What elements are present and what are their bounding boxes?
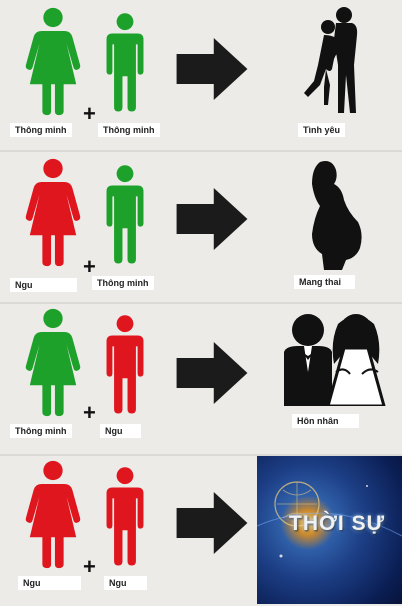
plus-icon: + — [83, 101, 96, 126]
plus-icon: + — [83, 554, 96, 579]
panel-row-2: + Ngu Thông minh Mang thai — [0, 150, 402, 300]
left-figure-label: Thông minh — [10, 424, 72, 438]
dumb-man-icon — [104, 458, 146, 574]
smart-woman-icon — [24, 6, 82, 116]
right-figure-label: Thông minh — [98, 123, 160, 137]
globe-icon — [257, 481, 402, 558]
panel-row-3: + Thông minh Ngu Hôn nhân — [0, 302, 402, 452]
couple-silhouette-icon — [304, 7, 358, 113]
result-label: Hôn nhân — [292, 414, 359, 428]
right-arrow-icon — [176, 38, 248, 100]
right-arrow-icon — [176, 188, 248, 250]
smart-woman-icon — [24, 306, 82, 418]
right-arrow-icon — [176, 492, 248, 554]
dumb-woman-icon — [24, 458, 82, 570]
right-arrow-icon — [176, 342, 248, 404]
panel-row-1: + Thông minh Thông minh Tình yêu — [0, 0, 402, 148]
result-label: Tình yêu — [298, 123, 346, 137]
dumb-man-icon — [104, 306, 146, 422]
left-figure-label: Ngu — [18, 576, 81, 590]
right-figure-label: Ngu — [100, 424, 141, 438]
news-program-logo: THỜI SỰ — [257, 456, 402, 604]
plus-icon: + — [83, 400, 96, 425]
left-figure-label: Ngu — [10, 278, 77, 292]
dumb-woman-icon — [24, 156, 82, 268]
right-figure-label: Ngu — [104, 576, 147, 590]
wedding-couple-icon — [284, 314, 386, 406]
news-title: THỜI SỰ — [289, 512, 386, 535]
smart-man-icon — [104, 5, 146, 119]
plus-icon: + — [83, 254, 96, 279]
left-figure-label: Thông minh — [10, 123, 72, 137]
pregnant-silhouette-icon — [312, 161, 362, 270]
result-label: Mang thai — [294, 275, 355, 289]
smart-man-icon — [104, 156, 146, 272]
panel-row-4: + Ngu Ngu — [0, 454, 402, 606]
right-figure-label: Thông minh — [92, 276, 154, 290]
